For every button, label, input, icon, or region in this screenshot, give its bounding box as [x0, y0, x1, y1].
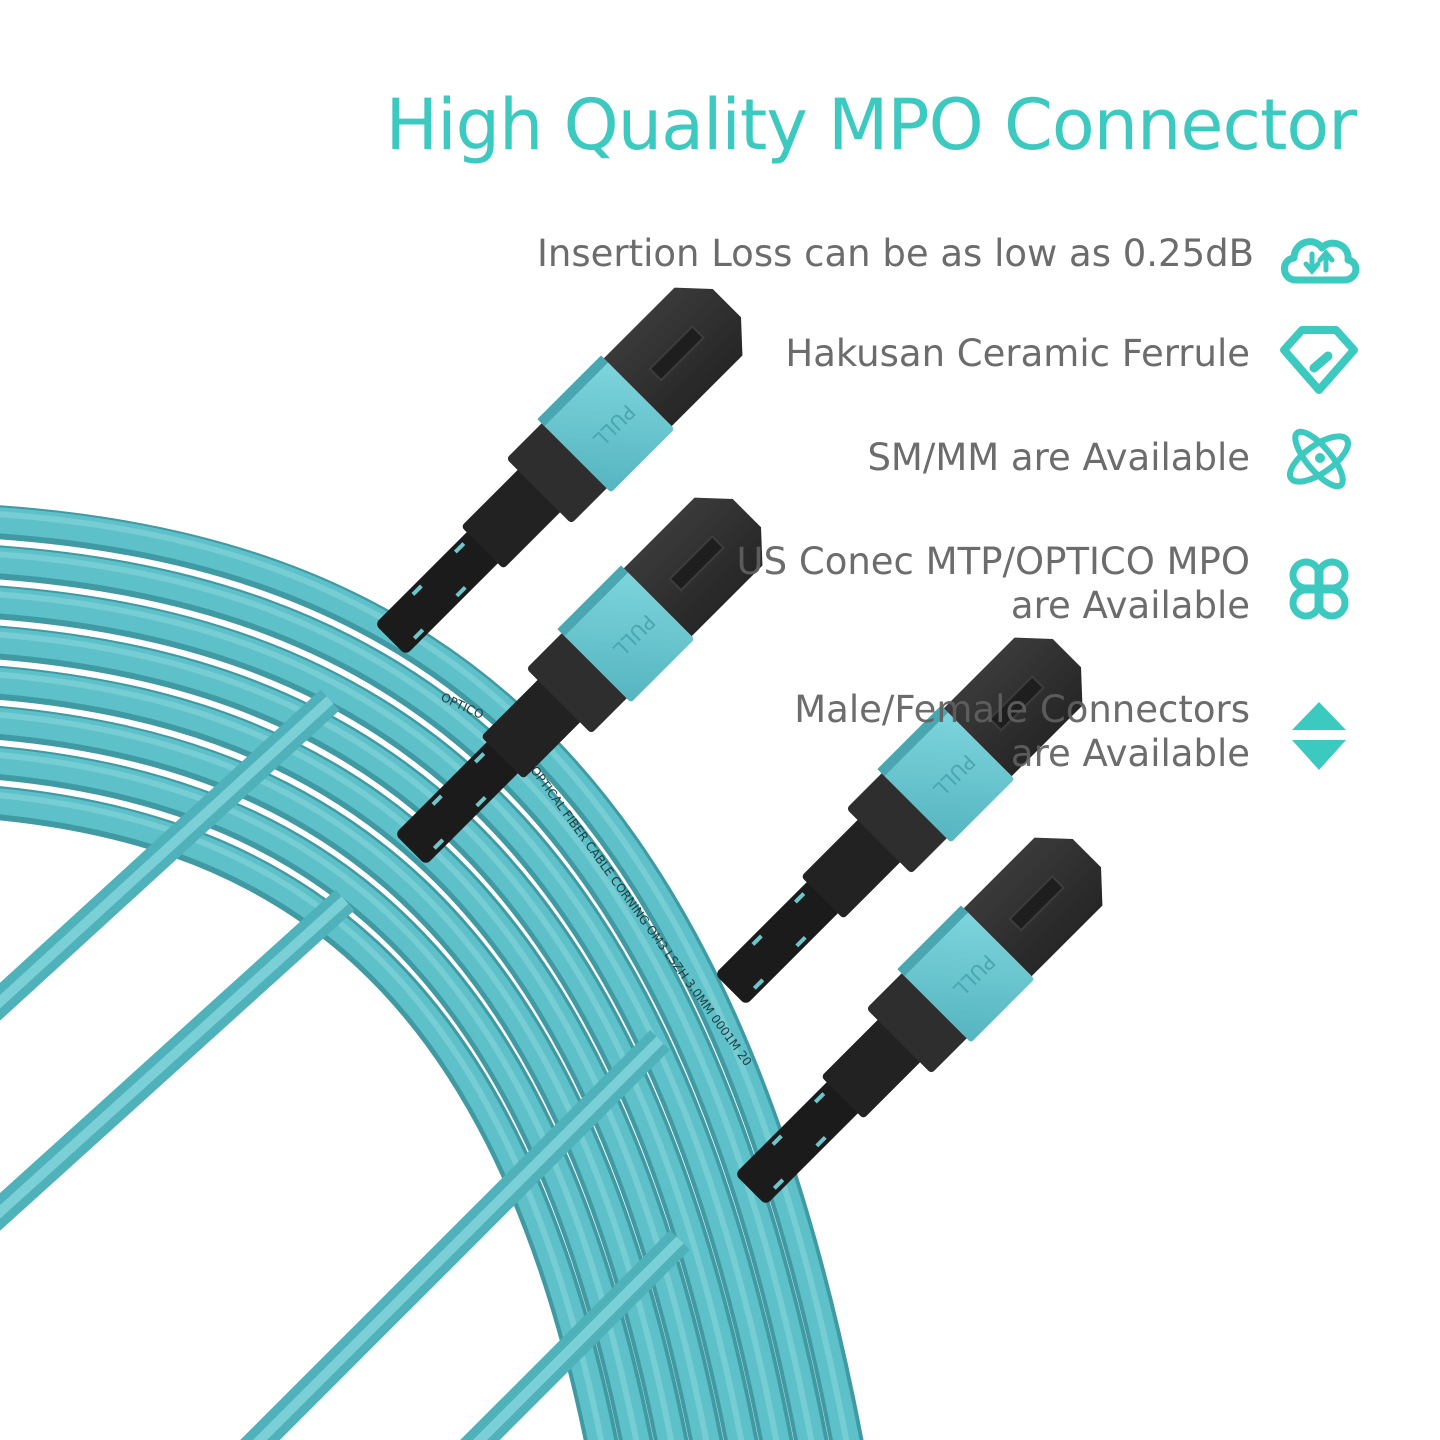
mpo-connector-4: [712, 815, 1125, 1228]
feature-text-line-1: Male/Female Connectors: [794, 688, 1250, 731]
feature-sm-mm: SM/MM are Available: [867, 436, 1250, 480]
up-down-triangle-icon: [1274, 694, 1364, 784]
feature-us-conec: US Conec MTP/OPTICO MPO are Available: [737, 540, 1250, 628]
feature-text-line-2: are Available: [1010, 732, 1250, 775]
feature-text-line-2: are Available: [1010, 584, 1250, 627]
page-title: High Quality MPO Connector: [385, 84, 1357, 166]
feature-text: SM/MM are Available: [867, 436, 1250, 479]
cable-leads: [0, 689, 690, 1440]
command-key-icon: [1274, 544, 1364, 634]
feature-ceramic-ferrule: Hakusan Ceramic Ferrule: [785, 332, 1250, 376]
feature-insertion-loss: Insertion Loss can be as low as 0.25dB: [537, 232, 1254, 276]
feature-male-female: Male/Female Connectors are Available: [794, 688, 1250, 776]
atom-rocket-icon: [1274, 414, 1364, 504]
cloud-transfer-icon: [1274, 214, 1364, 304]
feature-text: Insertion Loss can be as low as 0.25dB: [536, 232, 1254, 275]
cable-coil: [0, 505, 864, 1440]
feature-text: Hakusan Ceramic Ferrule: [785, 332, 1250, 375]
feature-text-line-1: US Conec MTP/OPTICO MPO: [736, 540, 1250, 583]
diamond-icon: [1274, 314, 1364, 404]
